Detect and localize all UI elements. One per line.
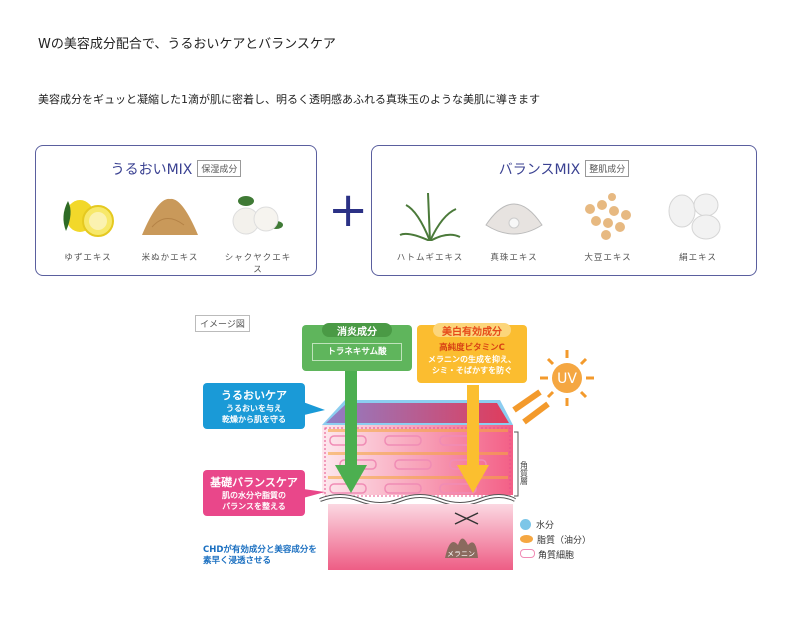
layer-label: 角質層 — [520, 460, 529, 486]
corneocyte-swatch-icon — [520, 549, 535, 558]
page-title: Wの美容成分配合で、うるおいケアとバランスケア — [38, 37, 336, 52]
ingredient-rice-bran: 米ぬかエキス — [134, 191, 206, 263]
orange-title: 美白有効成分 — [433, 323, 511, 338]
balance-care-line: バランスを整える — [222, 502, 286, 511]
balance-care-line: 肌の水分や脂質の — [222, 491, 286, 500]
moisture-care-callout: うるおいケア うるおいを与え 乾燥から肌を守る — [203, 383, 305, 429]
green-title: 消炎成分 — [322, 323, 392, 338]
orange-desc-1: メラニンの生成を抑え、 — [428, 355, 516, 364]
chd-note-line: 素早く浸透させる — [203, 556, 272, 566]
ingredient-label: 米ぬかエキス — [141, 253, 199, 263]
silk-cocoon-image — [666, 191, 730, 241]
ingredient-soybean: 大豆エキス — [572, 191, 644, 263]
moisture-care-line: 乾燥から肌を守る — [222, 415, 286, 424]
legend-item-water: 水分 — [520, 519, 591, 534]
mix-left-tag: 保湿成分 — [197, 160, 242, 177]
blocked-icon — [454, 512, 479, 525]
ingredient-pearl: 真珠エキス — [478, 191, 550, 263]
ingredient-label: ハトムギエキス — [396, 253, 464, 263]
mix-right-title: バランスMIX — [498, 162, 581, 178]
rice-bran-image — [138, 191, 202, 241]
balance-care-callout: 基礎バランスケア 肌の水分や脂質の バランスを整える — [203, 470, 305, 516]
legend-label: 角質細胞 — [538, 551, 575, 561]
legend-label: 水分 — [536, 521, 555, 531]
yuzu-image — [56, 191, 120, 241]
ingredient-peony: シャクヤクエキス — [222, 191, 294, 275]
melanin-shape — [445, 538, 478, 558]
image-label: イメージ図 — [195, 315, 250, 332]
orange-desc-2: シミ・そばかすを防ぐ — [431, 366, 513, 375]
mix-left-title: うるおいMIX — [110, 162, 193, 178]
orange-arrow — [457, 465, 489, 493]
legend-label: 脂質（油分） — [537, 536, 592, 546]
melanin-label: メラニン — [447, 550, 475, 558]
moisture-care-title: うるおいケア — [221, 389, 287, 402]
ingredient-silk: 絹エキス — [662, 191, 734, 263]
page-subtitle: 美容成分をギュッと凝縮した1滴が肌に密着し、明るく透明感あふれる真珠玉のような美… — [38, 93, 540, 106]
peony-image — [226, 191, 290, 241]
green-ingredient-box: 消炎成分 トラネキサム酸 — [302, 323, 412, 371]
ingredient-yuzu: ゆずエキス — [52, 191, 124, 263]
legend-item-corneocyte: 角質細胞 — [520, 549, 591, 564]
lipid-swatch-icon — [520, 535, 533, 543]
uv-rays — [512, 389, 550, 425]
chd-note: CHDが有効成分と美容成分を 素早く浸透させる — [203, 545, 317, 567]
chd-note-line: CHDが有効成分と美容成分を — [203, 545, 317, 555]
ingredient-label: 真珠エキス — [490, 253, 538, 263]
orange-ingredient: 高純度ビタミンC — [439, 343, 505, 353]
balance-care-title: 基礎バランスケア — [210, 476, 298, 489]
hatomugi-image — [398, 191, 462, 242]
soybean-image — [576, 191, 640, 241]
ingredient-label: ゆずエキス — [64, 253, 112, 263]
green-arrow — [335, 465, 367, 493]
ingredient-label: 絹エキス — [679, 253, 717, 263]
legend: 水分 脂質（油分） 角質細胞 — [520, 519, 591, 564]
pearl-shell-image — [482, 191, 546, 241]
uv-label: UV — [557, 371, 577, 387]
water-swatch-icon — [520, 519, 531, 530]
green-ingredient: トラネキサム酸 — [312, 343, 402, 361]
dermis — [328, 504, 513, 570]
orange-ingredient-box: 美白有効成分 高純度ビタミンC メラニンの生成を抑え、 シミ・そばかすを防ぐ — [417, 323, 527, 383]
ingredient-label: シャクヤクエキス — [224, 253, 292, 275]
moisture-care-line: うるおいを与え — [226, 404, 282, 413]
ingredient-label: 大豆エキス — [584, 253, 632, 263]
plus-icon: + — [328, 182, 369, 238]
ingredient-hatomugi: ハトムギエキス — [394, 191, 466, 263]
sun-icon — [540, 350, 594, 406]
legend-item-lipid: 脂質（油分） — [520, 534, 591, 549]
mix-right-tag: 整肌成分 — [585, 160, 630, 177]
